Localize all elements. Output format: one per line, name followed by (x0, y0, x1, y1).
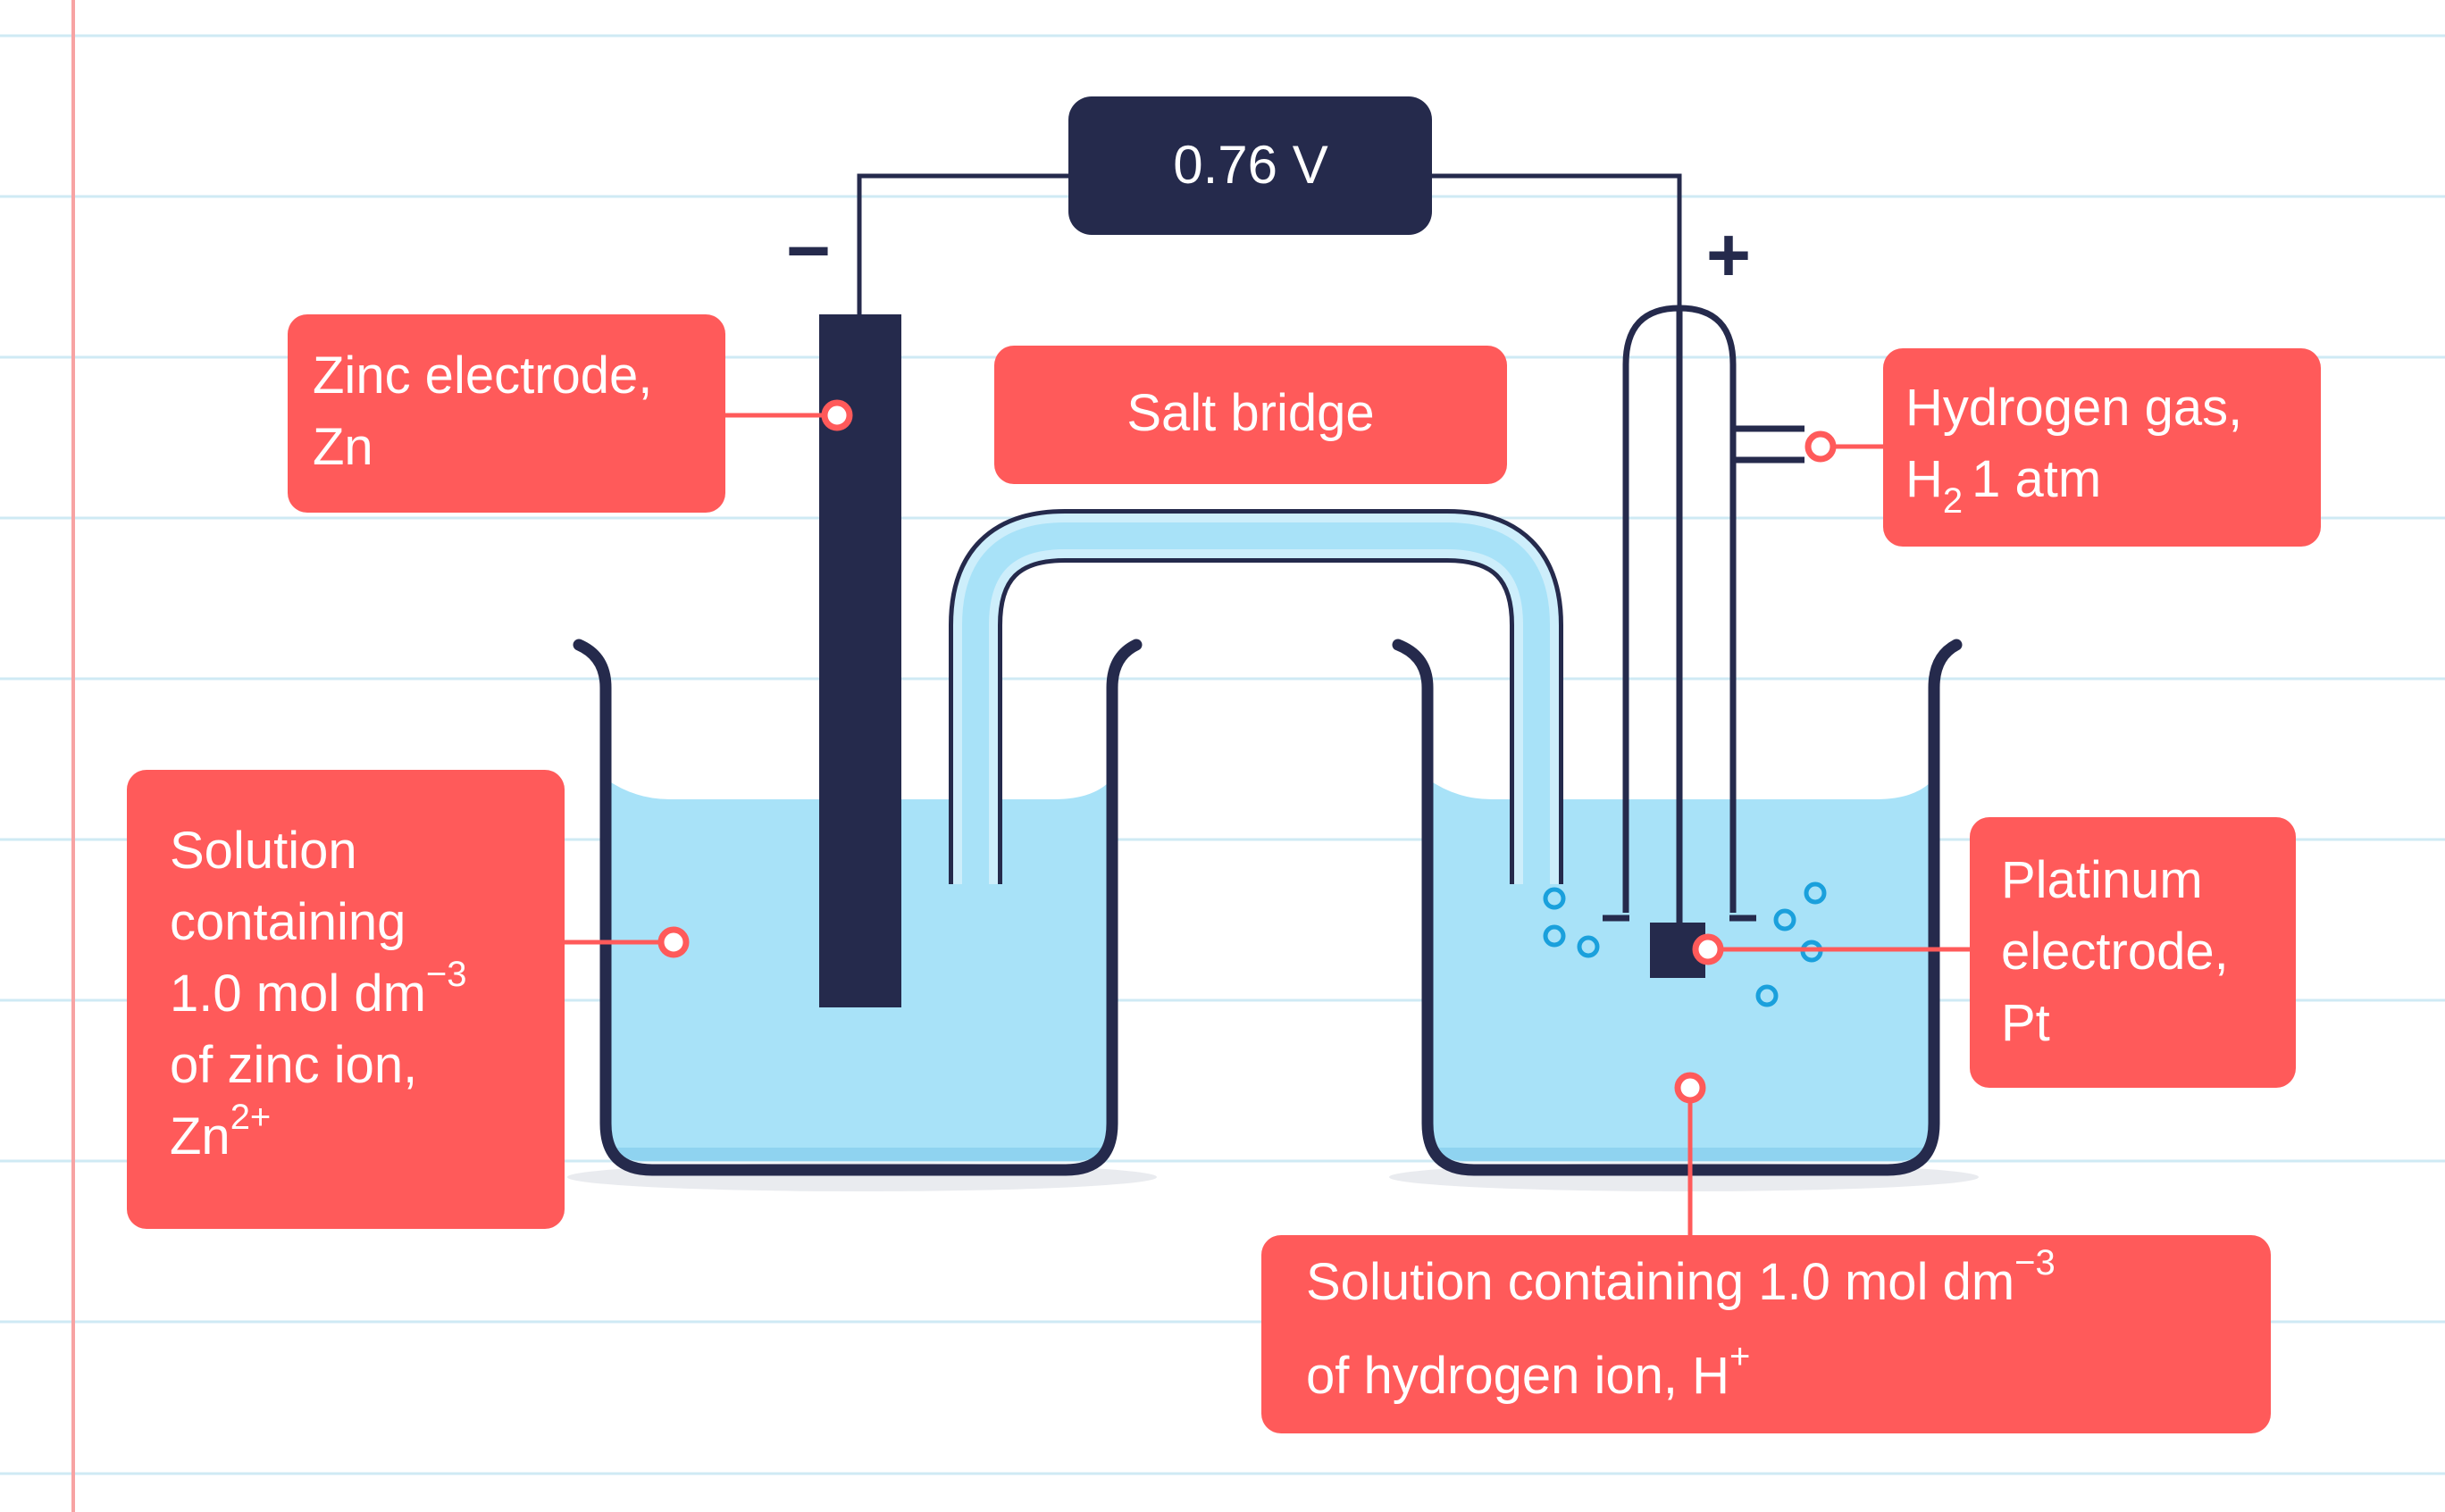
svg-text:of zinc ion,: of zinc ion, (170, 1036, 417, 1094)
label-leader-lines (563, 413, 1970, 1237)
voltmeter: 0.76 V (1068, 96, 1432, 235)
platinum-electrode-label: Platinum electrode, Pt (1970, 817, 2296, 1088)
svg-text:containing: containing (170, 893, 406, 951)
svg-text:H21 atm: H21 atm (1905, 450, 2101, 521)
svg-text:Hydrogen gas,: Hydrogen gas, (1905, 379, 2242, 437)
hydrogen-electrode-tube (1603, 305, 1804, 929)
svg-text:Solution containing 1.0 mol d: Solution containing 1.0 mol dm−3 (1306, 1243, 2056, 1311)
salt-bridge-label: Salt bridge (994, 346, 1507, 484)
hydrogen-solution-label: Solution containing 1.0 mol dm−3 of hydr… (1261, 1235, 2271, 1433)
voltmeter-reading: 0.76 V (1173, 135, 1327, 195)
svg-text:electrode,: electrode, (2001, 923, 2229, 981)
zinc-solution-label: Solution containing 1.0 mol dm−3 of zinc… (127, 770, 565, 1229)
svg-text:Solution: Solution (170, 822, 357, 880)
hydrogen-bubbles (1543, 881, 1827, 1007)
right-solution-bottom-band (1438, 1148, 1923, 1161)
svg-text:Zn: Zn (313, 418, 373, 476)
svg-text:of hydrogen ion, H+: of hydrogen ion, H+ (1306, 1337, 1750, 1405)
positive-terminal-sign: + (1706, 213, 1751, 298)
svg-text:Pt: Pt (2001, 994, 2050, 1052)
left-beaker-glass (573, 639, 1143, 1176)
svg-text:Zinc electrode,: Zinc electrode, (313, 347, 652, 405)
left-solution-bottom-band (616, 1148, 1101, 1161)
salt-bridge-tube (949, 509, 1563, 884)
svg-text:Zn2+: Zn2+ (170, 1098, 271, 1165)
label-leader-dots (657, 399, 1837, 1104)
zinc-electrode-label: Zinc electrode, Zn (288, 314, 725, 513)
negative-terminal-sign: − (786, 208, 831, 294)
external-circuit-wires (857, 173, 1682, 317)
svg-text:Platinum: Platinum (2001, 851, 2203, 909)
svg-text:Salt bridge: Salt bridge (1126, 384, 1374, 442)
right-beaker-glass (1392, 639, 1963, 1176)
svg-text:1.0 mol dm−3: 1.0 mol dm−3 (170, 955, 467, 1023)
